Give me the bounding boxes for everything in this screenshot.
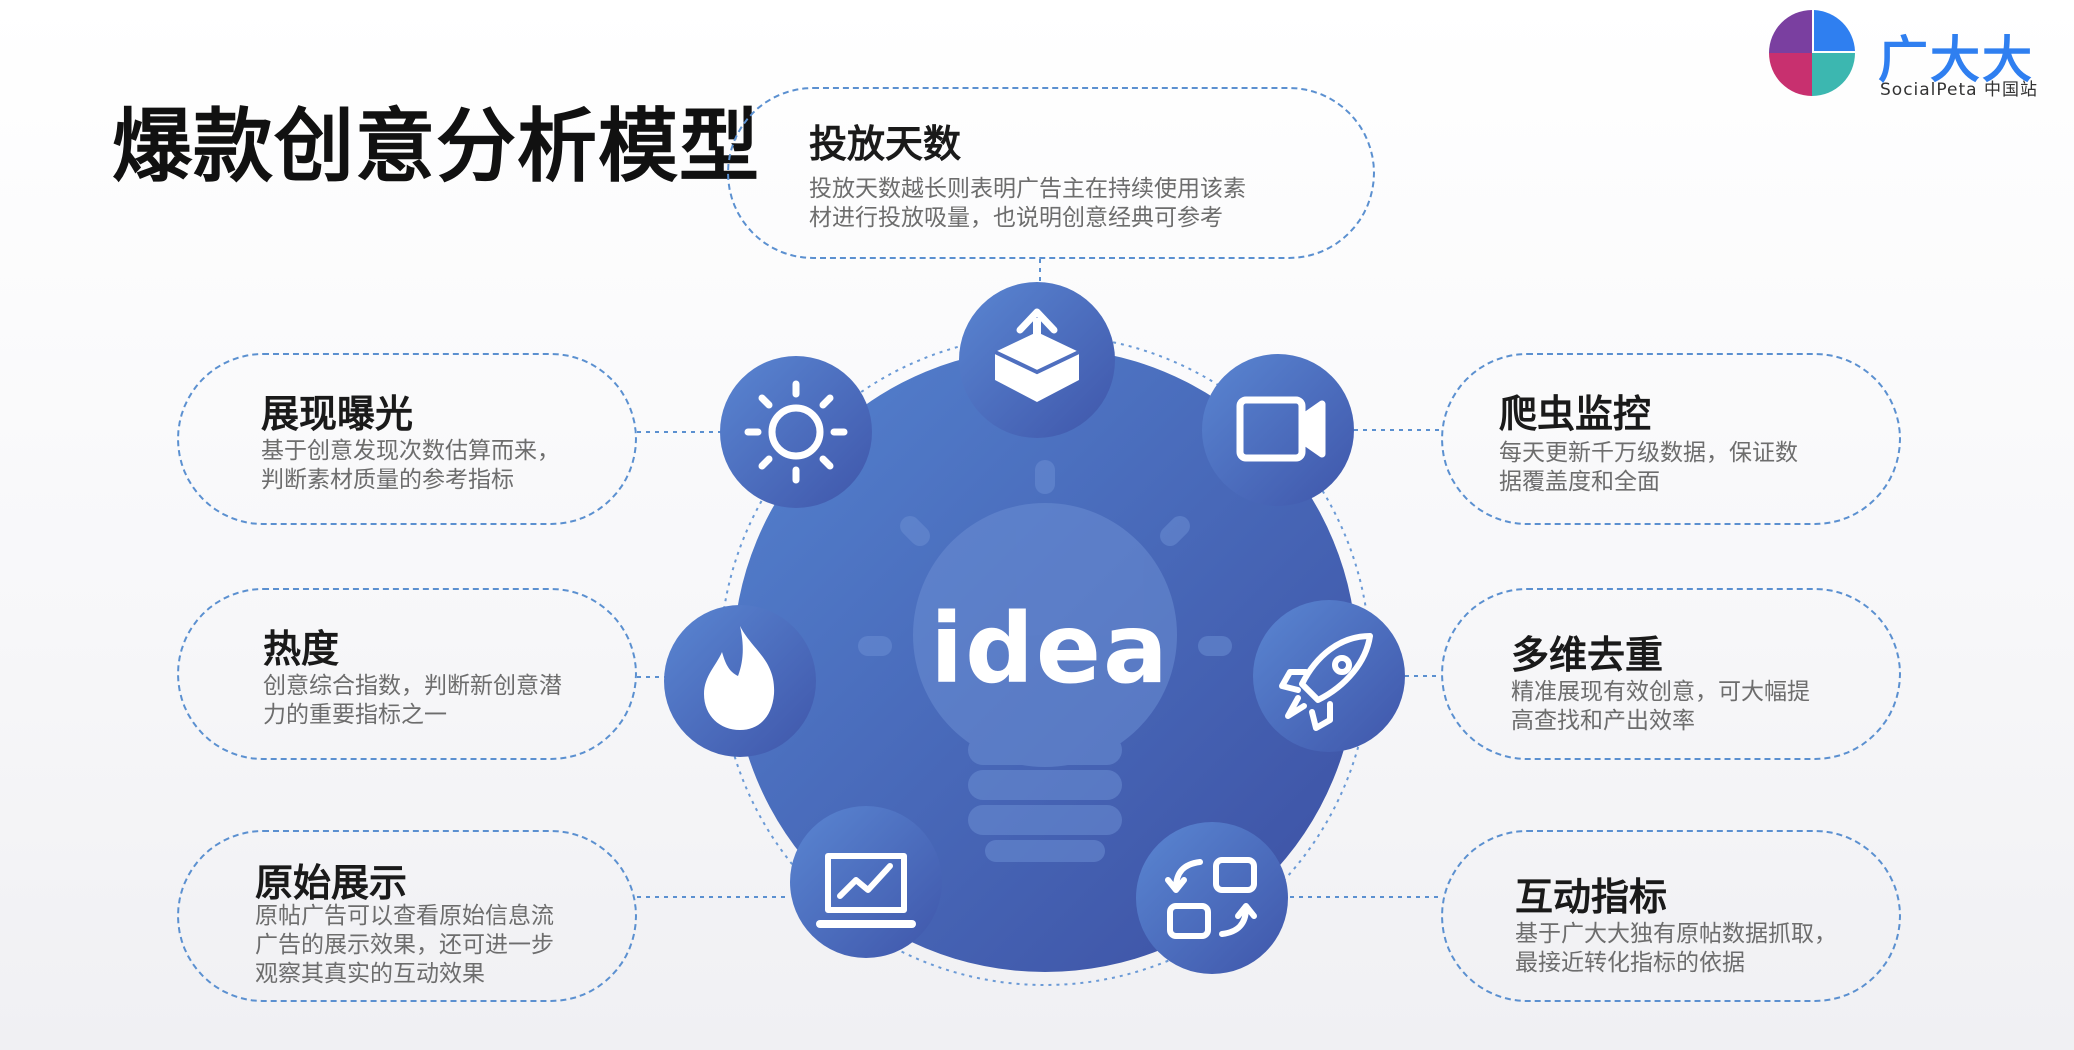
- lightbulb-icon: [858, 460, 1232, 862]
- upload-box-icon: [994, 308, 1080, 402]
- feature-title: 展现曝光: [261, 392, 414, 436]
- feature-title: 投放天数: [809, 122, 962, 166]
- feature-card-exposure: 展现曝光 基于创意发现次数估算而来， 判断素材质量的参考指标: [177, 353, 637, 525]
- fire-icon: [704, 626, 775, 730]
- feature-card-heat: 热度 创意综合指数，判断新创意潜 力的重要指标之一: [177, 588, 637, 760]
- feature-card-dedup: 多维去重 精准展现有效创意，可大幅提 高查找和产出效率: [1441, 588, 1901, 760]
- logo-name-cn: 广大大: [1878, 31, 2034, 89]
- rocket-icon: [1279, 633, 1373, 731]
- logo-mark-icon: [1769, 10, 1855, 96]
- center-idea-label: idea: [930, 593, 1170, 705]
- icon-circle-camera: [1202, 354, 1354, 506]
- icon-circle-rocket: [1253, 600, 1405, 752]
- feature-title: 热度: [263, 627, 340, 671]
- feature-card-original: 原始展示 原帖广告可以查看原始信息流 广告的展示效果，还可进一步 观察其真实的互…: [177, 830, 637, 1002]
- feature-desc: 基于广大大独有原帖数据抓取， 最接近转化指标的依据: [1515, 921, 1837, 976]
- chart-monitor-icon: [816, 853, 916, 928]
- page-title: 爆款创意分析模型: [112, 100, 760, 193]
- icon-circle-swap: [1136, 822, 1288, 974]
- feature-title: 多维去重: [1511, 633, 1664, 677]
- connector-lines: [637, 259, 1441, 898]
- sun-icon: [744, 380, 848, 484]
- feature-desc: 创意综合指数，判断新创意潜 力的重要指标之一: [263, 673, 562, 728]
- brand-logo: 广大大 SocialPeta 中国站: [1766, 8, 2066, 100]
- feature-title: 爬虫监控: [1499, 392, 1652, 436]
- feature-desc: 精准展现有效创意，可大幅提 高查找和产出效率: [1511, 679, 1810, 734]
- feature-card-crawler: 爬虫监控 每天更新千万级数据，保证数 据覆盖度和全面: [1441, 353, 1901, 525]
- video-camera-icon: [1236, 396, 1326, 462]
- feature-desc: 原帖广告可以查看原始信息流 广告的展示效果，还可进一步 观察其真实的互动效果: [255, 903, 554, 987]
- icon-circle-sun: [720, 356, 872, 508]
- feature-desc: 每天更新千万级数据，保证数 据覆盖度和全面: [1499, 440, 1798, 495]
- feature-title: 互动指标: [1515, 875, 1668, 919]
- feature-title: 原始展示: [255, 861, 408, 905]
- logo-name-en: SocialPeta 中国站: [1880, 80, 2038, 100]
- feature-card-duration: 投放天数 投放天数越长则表明广告主在持续使用该素 材进行投放吸量，也说明创意经典…: [727, 87, 1375, 259]
- feature-desc: 基于创意发现次数估算而来， 判断素材质量的参考指标: [261, 438, 560, 493]
- swap-squares-icon: [1165, 857, 1257, 939]
- feature-card-interaction: 互动指标 基于广大大独有原帖数据抓取， 最接近转化指标的依据: [1441, 830, 1901, 1002]
- icon-circle-upload: [959, 282, 1115, 438]
- icon-circle-monitor: [790, 806, 942, 958]
- feature-desc: 投放天数越长则表明广告主在持续使用该素 材进行投放吸量，也说明创意经典可参考: [809, 176, 1246, 231]
- icon-circle-fire: [664, 605, 816, 757]
